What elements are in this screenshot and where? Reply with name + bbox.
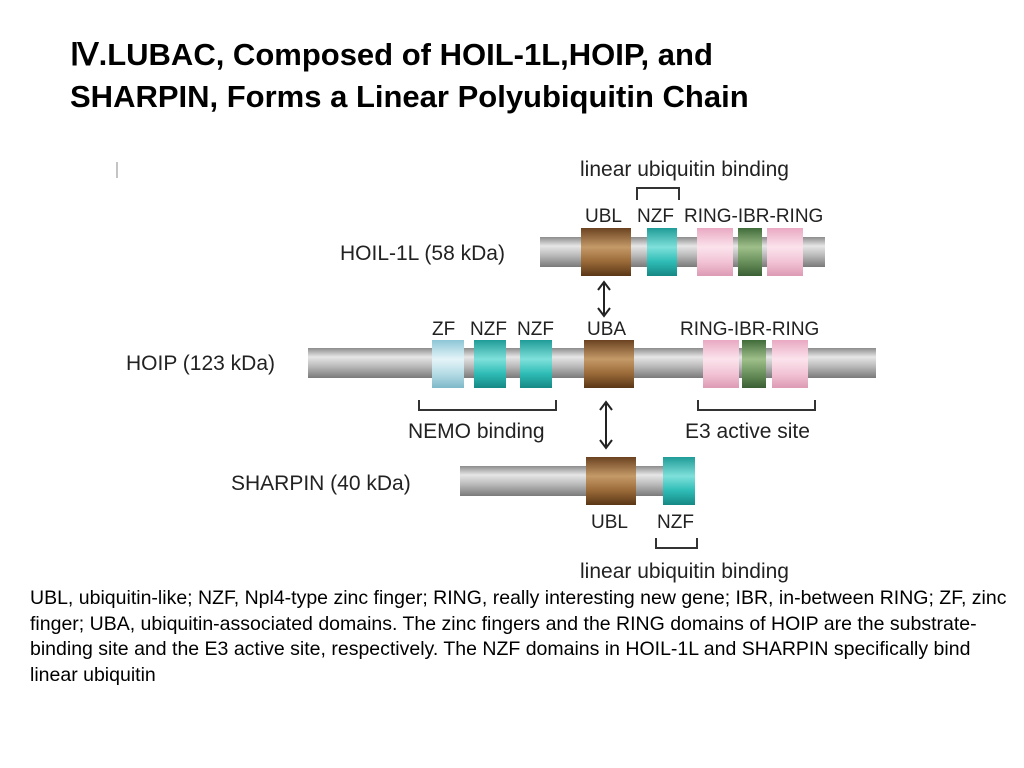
hoil-ubl-domain xyxy=(581,228,631,276)
hoil-ring2-domain xyxy=(767,228,803,276)
sharpin-ubl-domain xyxy=(586,457,636,505)
hoil-top-bracket-label: linear ubiquitin binding xyxy=(580,158,789,181)
hoip-zf-domain xyxy=(432,340,464,388)
sharpin-bottom-bracket xyxy=(655,538,698,549)
hoip-name: HOIP (123 kDa) xyxy=(126,352,275,375)
sharpin-backbone xyxy=(460,466,695,496)
hoip-nzf1-domain xyxy=(474,340,506,388)
sharpin-name: SHARPIN (40 kDa) xyxy=(231,472,411,495)
sharpin-protein: SHARPIN (40 kDa) UBL NZF linear ubiquiti… xyxy=(231,457,789,583)
sharpin-bottom-bracket-label: linear ubiquitin binding xyxy=(580,560,789,583)
hoip-uba-label: UBA xyxy=(587,319,626,340)
hoip-protein: ZF NZF NZF UBA RING-IBR-RING HOIP (123 k… xyxy=(126,319,876,443)
hoip-ring-label: RING-IBR-RING xyxy=(680,319,819,340)
hoip-uba-domain xyxy=(584,340,634,388)
hoil-ibr-domain xyxy=(738,228,762,276)
title-line-1: Ⅳ.LUBAC, Composed of HOIL-1L,HOIP, and xyxy=(70,37,713,72)
hoil-ring1-domain xyxy=(697,228,733,276)
hoil-ring-label: RING-IBR-RING xyxy=(684,206,823,227)
hoip-nemo-label: NEMO binding xyxy=(408,420,545,443)
hoil-top-bracket xyxy=(636,187,680,200)
hoip-nemo-bracket xyxy=(418,400,557,411)
hoip-nzf2-domain xyxy=(520,340,552,388)
hoip-e3-bracket xyxy=(697,400,816,411)
hoip-ring2-domain xyxy=(772,340,808,388)
slide-title: Ⅳ.LUBAC, Composed of HOIL-1L,HOIP, and S… xyxy=(70,34,1010,118)
slide-caption: UBL, ubiquitin-like; NZF, Npl4-type zinc… xyxy=(30,587,1007,686)
hoil-nzf-label: NZF xyxy=(637,206,674,227)
hoil-1l-protein: linear ubiquitin binding UBL NZF RING-IB… xyxy=(340,158,825,276)
hoil-ubl-label: UBL xyxy=(585,206,622,227)
hoip-zf-label: ZF xyxy=(432,319,455,340)
sharpin-nzf-domain xyxy=(663,457,695,505)
hoip-ibr-domain xyxy=(742,340,766,388)
title-line-2: SHARPIN, Forms a Linear Polyubiquitin Ch… xyxy=(70,79,749,114)
hoip-ring1-domain xyxy=(703,340,739,388)
lubac-domain-diagram: linear ubiquitin binding UBL NZF RING-IB… xyxy=(116,158,876,583)
hoil-name: HOIL-1L (58 kDa) xyxy=(340,242,505,265)
hoip-nzf1-label: NZF xyxy=(470,319,507,340)
hoip-nzf2-label: NZF xyxy=(517,319,554,340)
sharpin-nzf-label: NZF xyxy=(657,512,694,533)
hoip-e3-label: E3 active site xyxy=(685,420,810,443)
interaction-arrow-hoip-sharpin xyxy=(599,400,613,450)
sharpin-ubl-label: UBL xyxy=(591,512,628,533)
interaction-arrow-hoil-hoip xyxy=(597,280,611,318)
hoil-nzf-domain xyxy=(647,228,677,276)
